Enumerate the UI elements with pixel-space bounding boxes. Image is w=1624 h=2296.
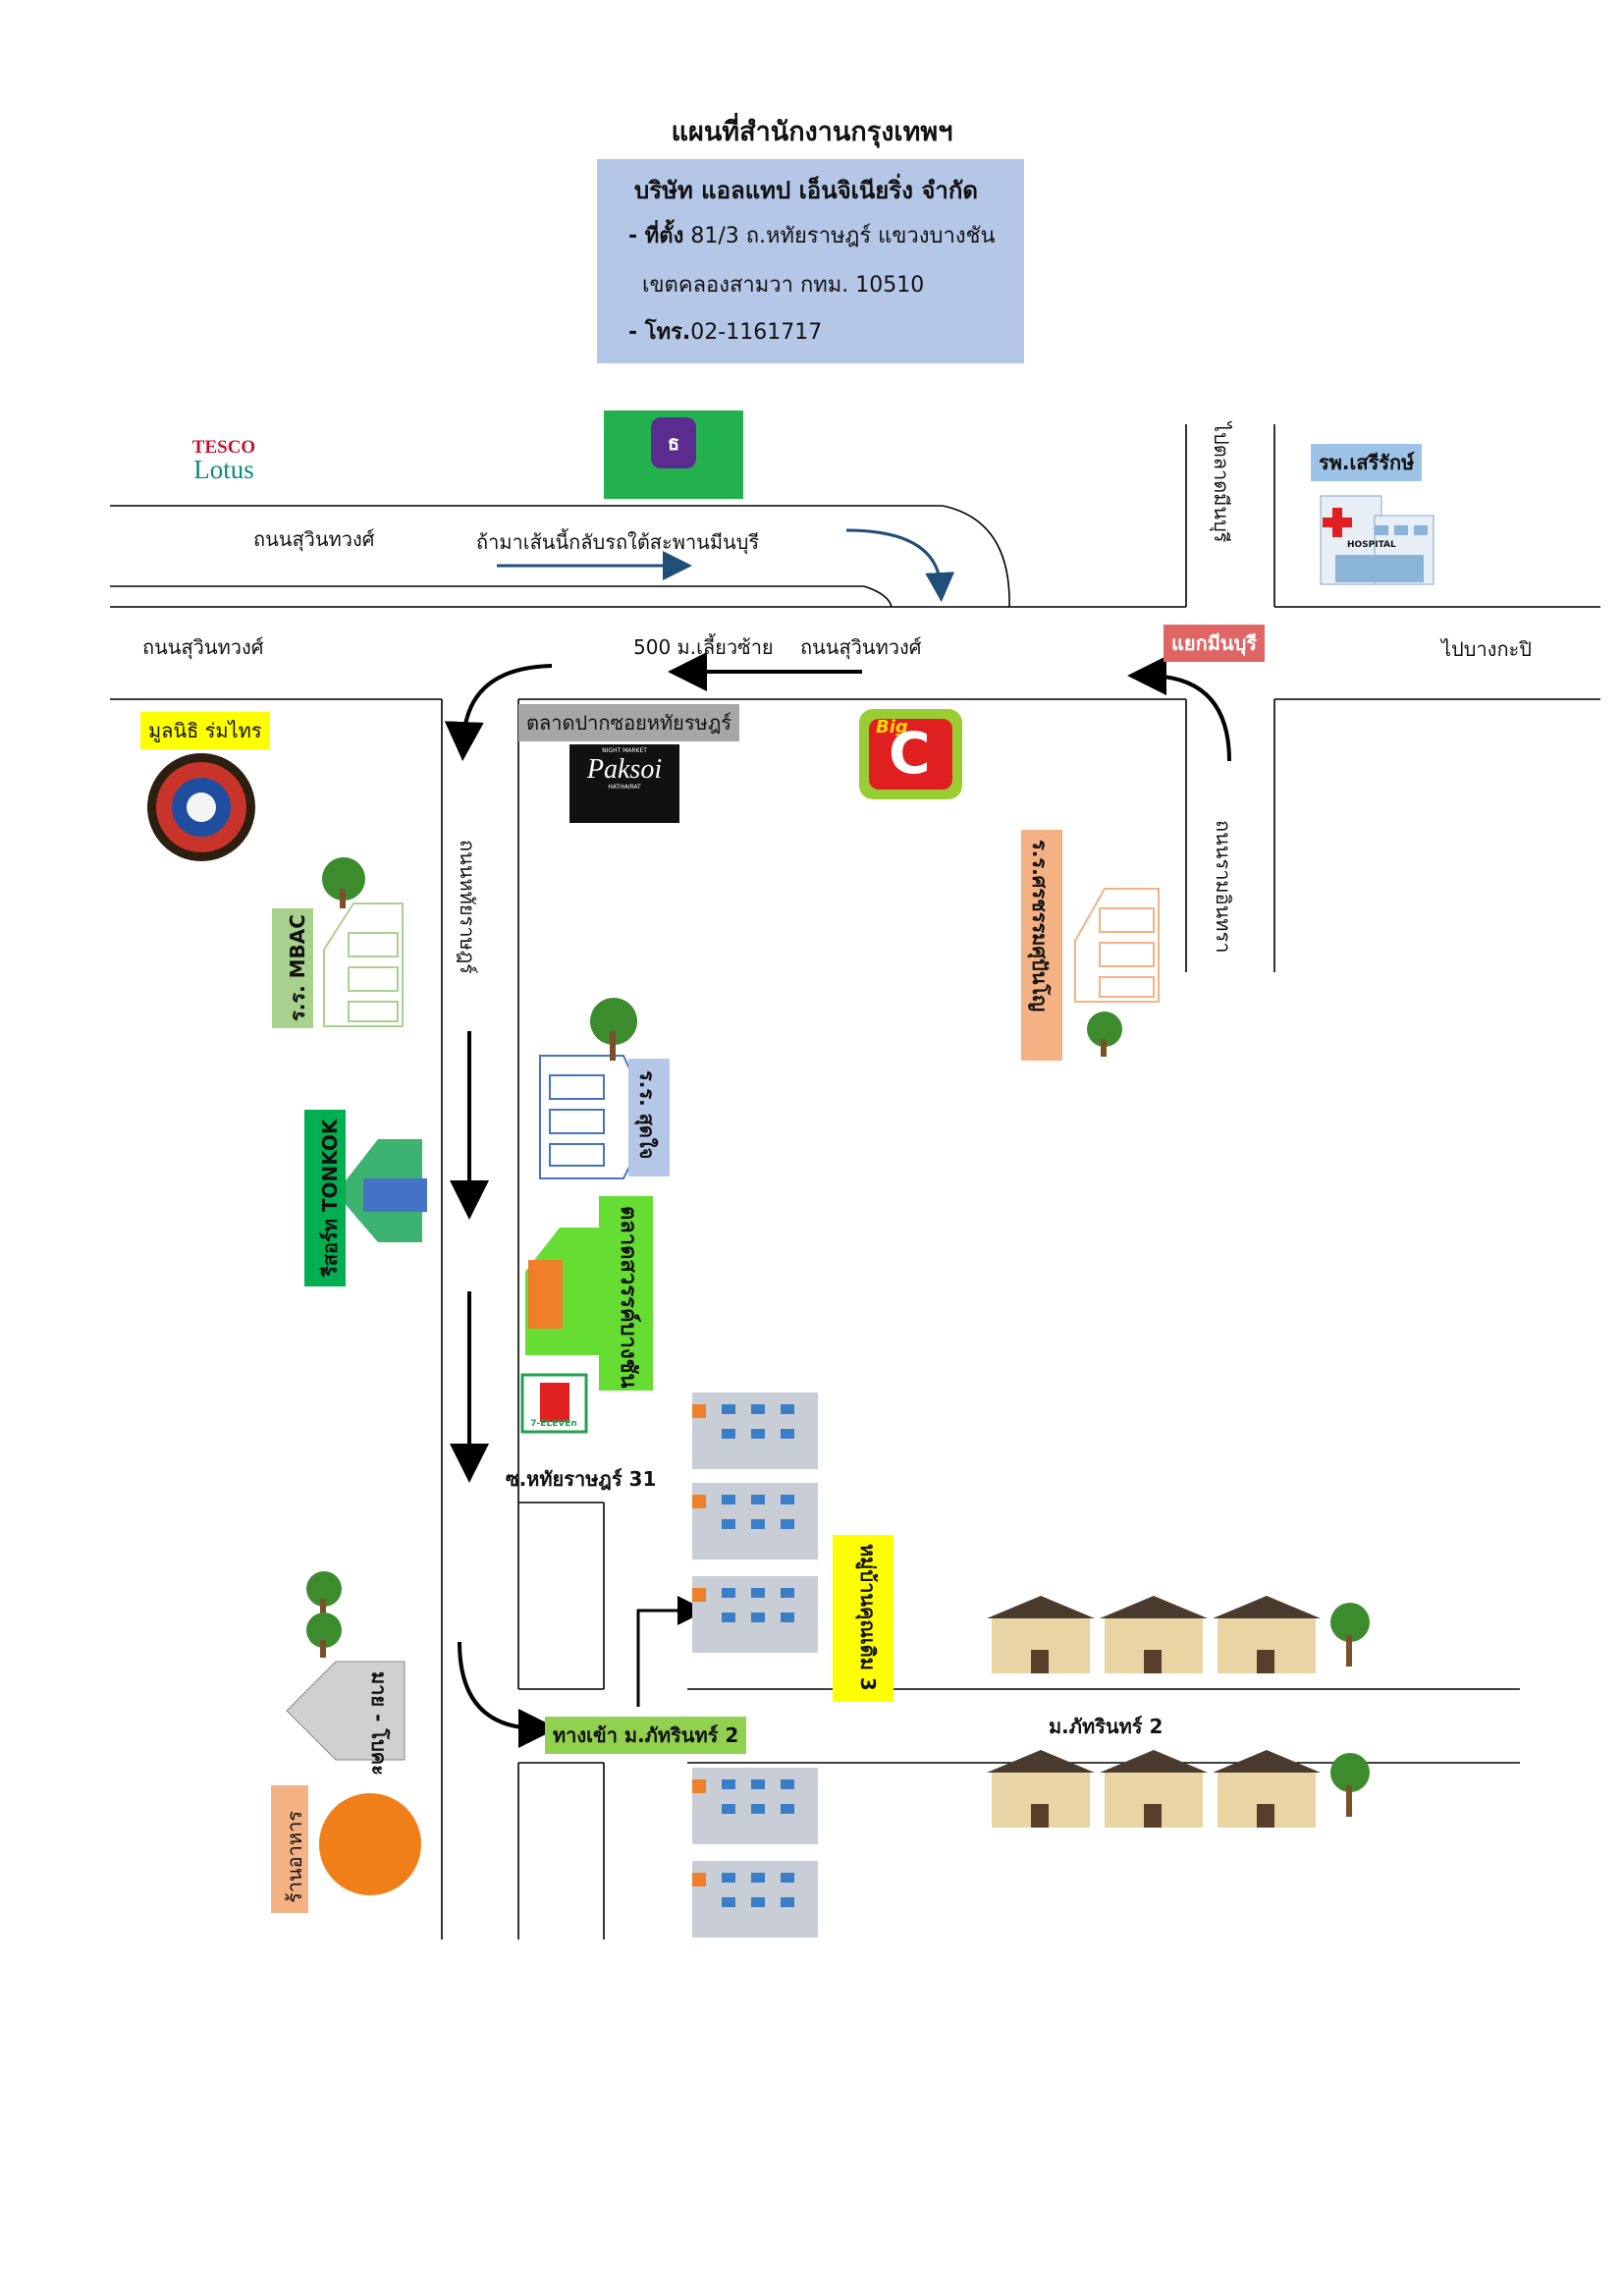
market-building (525, 1228, 599, 1355)
market-sawan-label: ตลาดสวรรค์บางชัน (616, 1206, 640, 1389)
bigc-big-text: C (889, 720, 931, 787)
phone-row: - โทร.02-1161717 (628, 314, 822, 349)
entrance-tag[interactable]: ทางเข้า ม.ภัทรินทร์ 2 (545, 1717, 747, 1754)
paksoi-logo: NIGHT MARKET Paksoi HATHAIRAT (569, 747, 679, 792)
school-mbac-building (323, 902, 404, 1027)
phone-number: 02-1161717 (690, 320, 823, 345)
moo-3-tag-bg (833, 1535, 893, 1702)
paksoi-market-tag: ตลาดปากซอยหทัยรษฎร์ (518, 704, 739, 741)
bigc-small-text: Big (876, 717, 908, 738)
restaurant-logo (319, 1793, 421, 1895)
address-line-2: เขตคลองสามวา กทม. 10510 (642, 273, 925, 298)
resort-label: รีสอร์ท TONKOK (318, 1119, 342, 1277)
foundation-badge-icon (147, 753, 255, 861)
paksoi-logo-text: Paksoi (586, 753, 663, 785)
soi-hathairat-31-label: ซ.หทัยราษฎร์ 31 (506, 1467, 657, 1491)
phone-label: - โทร. (628, 320, 691, 345)
restaurant-tag-bg (271, 1785, 308, 1913)
condo-buildings (692, 1393, 818, 1938)
thai-green-logo: ธ (604, 410, 743, 499)
paksoi-small-bottom: HATHAIRAT (608, 784, 641, 792)
to-minburi-market-label: ไปตลาดมีนบุรี (1210, 422, 1233, 543)
moo-3-label: หมู่บ้านคุณเดิม 3 (856, 1544, 880, 1691)
seven-eleven-text: 7-ELEVEn (530, 1419, 577, 1429)
u-turn-note: ถ้ามาเส้นนี้กลับรถใต้สะพานมีนบุรี (476, 530, 760, 554)
company-info-box: บริษัท แอลแทป เอ็นจิเนียริ่ง จำกัด - ที่… (597, 159, 1024, 363)
tree-icons (306, 857, 1370, 1817)
school-satthit-tag-bg (628, 1059, 670, 1176)
road-label-sukhumwong-upper: ถนนสุวินทวงศ์ (253, 527, 375, 551)
school-mbac-label: ร.ร. MBAC (286, 914, 309, 1021)
paksoi-logo-bg (569, 744, 679, 823)
company-name: บริษัท แอลแทป เอ็นจิเนียริ่ง จำกัด (634, 177, 978, 204)
address-row-1: - ที่ตั้ง 81/3 ถ.หทัยราษฎร์ แขวงบางชัน (628, 218, 996, 252)
tesco-lotus-logo: TESCO Lotus (175, 438, 273, 483)
address-line-1: 81/3 ถ.หทัยราษฎร์ แขวงบางชัน (690, 224, 996, 248)
turn-left-500m-label: 500 ม.เลี้ยวซ้าย (633, 635, 774, 659)
sukhumwong-road-lines (110, 424, 1600, 1940)
address-label: - ที่ตั้ง (628, 224, 684, 248)
school-peach-building (1074, 888, 1160, 1003)
hathairat-road-label: ถนนหทัยราษฎร์ (456, 840, 479, 974)
page-title: แผนที่สำนักงานกรุงเทพฯ (671, 117, 953, 147)
direction-arrows (444, 528, 1231, 1748)
minburi-junction-tag: แยกมีนบุรี (1164, 625, 1266, 662)
ramintra-road-label: ถนนรามอินทรา (1212, 820, 1235, 954)
hospital-sign: HOSPITAL (1347, 540, 1396, 550)
to-bangkapi-label: ไปบางกะปิ (1441, 637, 1532, 661)
tesco-text: TESCO (191, 437, 256, 458)
house-icons (987, 1596, 1321, 1828)
svg-text:ธ: ธ (668, 431, 679, 455)
lotus-text: Lotus (193, 455, 254, 484)
resort-tag-bg (304, 1110, 346, 1286)
school-satrisangkharam-label: ร.ร.ศรชรรมศุปันโญ (1028, 840, 1052, 1012)
foundation-tag: มูลนิธิ ร่มไทร (140, 712, 270, 749)
seven-eleven-logo (520, 1373, 588, 1434)
moo-phatarin-2-label: ม.ภัทรินทร์ 2 (1049, 1715, 1164, 1738)
road-label-sukhumwong-mid: ถนนสุวินทวงศ์ (800, 635, 922, 659)
school-satthit-label: ร.ร. สุดใจ (635, 1070, 659, 1160)
market-sawan-tag-bg (599, 1196, 653, 1391)
restaurant-label: ร้านอาหาร (283, 1810, 306, 1903)
resort-building (336, 1139, 427, 1242)
hospital-tag: รพ.เสรีรักษ์ (1311, 444, 1423, 481)
village-tag-shape (286, 1661, 406, 1761)
paksoi-small-top: NIGHT MARKET (602, 747, 647, 754)
school-peach-tag-bg (1021, 830, 1062, 1061)
bigc-logo (859, 709, 962, 799)
hospital-building-icon (1320, 495, 1435, 585)
road-label-sukhumwong-lower: ถนนสุวินทวงศ์ (142, 635, 264, 659)
school-mbac-tag-bg (272, 908, 313, 1028)
village-tag-label: มาย - โบคะ (367, 1671, 391, 1776)
